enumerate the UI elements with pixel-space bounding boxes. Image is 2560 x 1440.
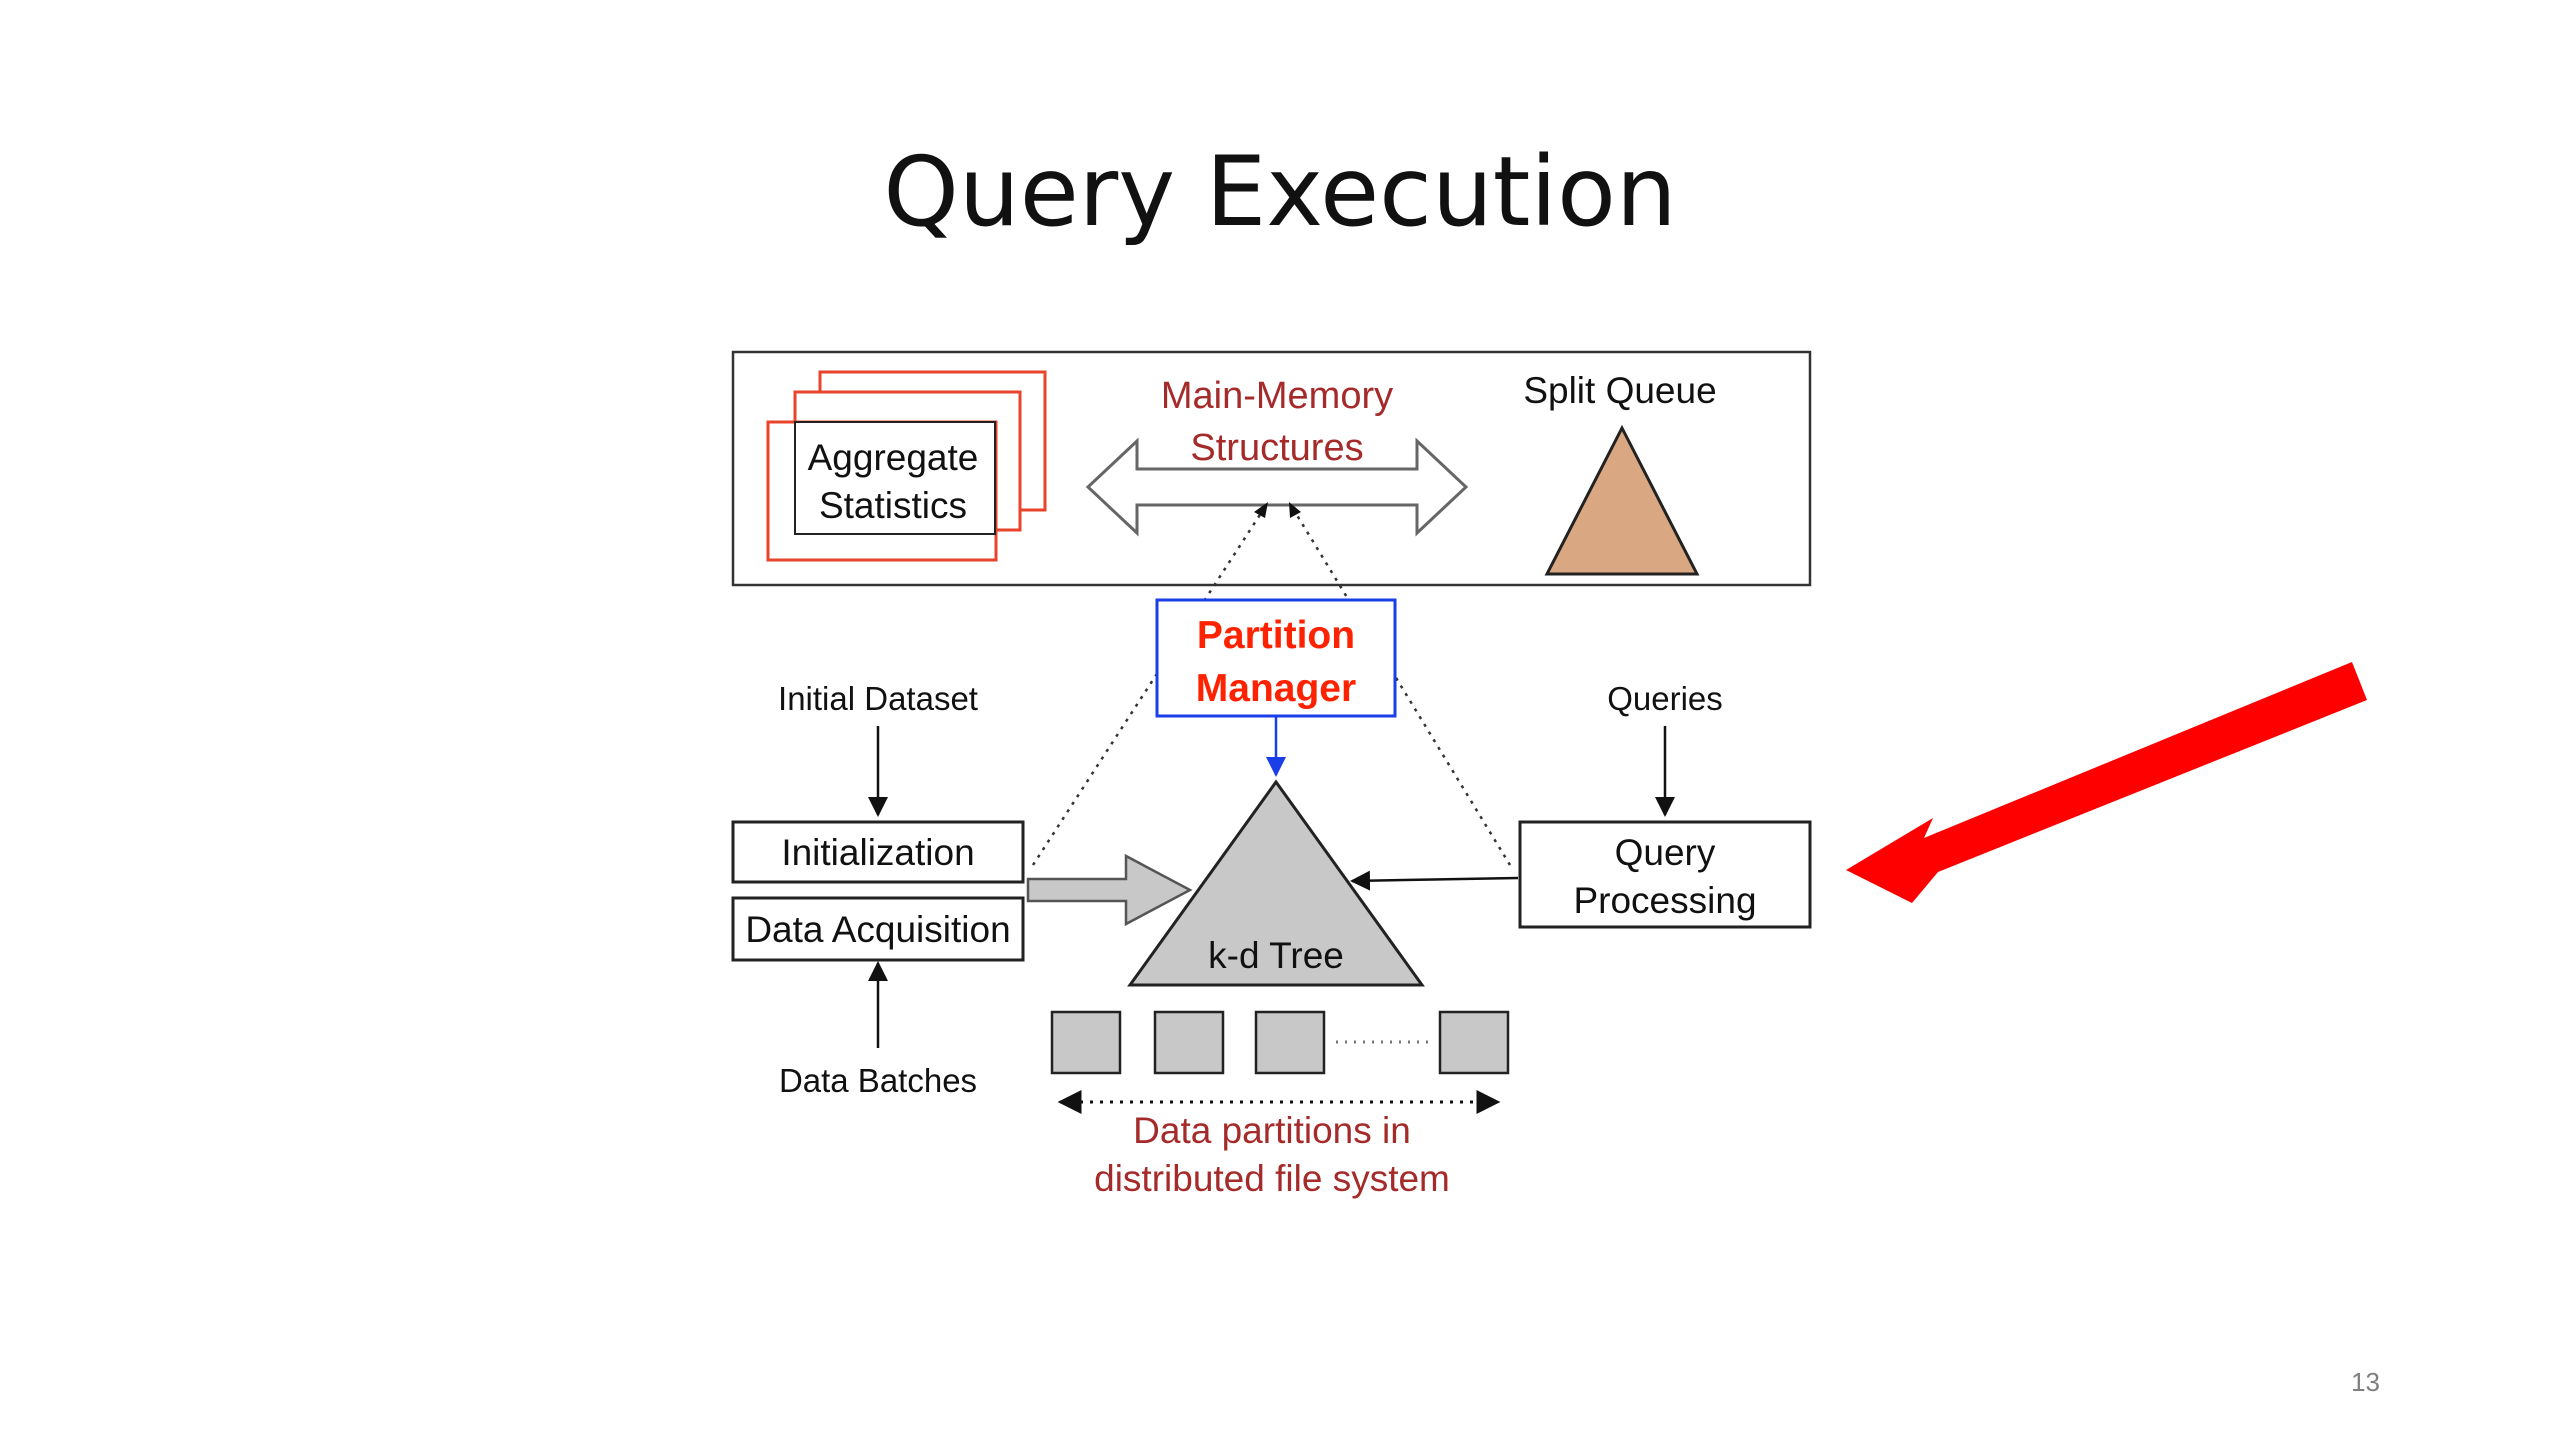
data-partitions-line2: distributed file system [1094,1158,1450,1199]
kd-tree-triangle [1127,779,1425,987]
aggregate-statistics-line2: Statistics [819,485,967,526]
data-batches-label: Data Batches [779,1062,977,1099]
partition-block-2 [1153,1010,1225,1075]
queries-label: Queries [1607,680,1723,717]
partition-block-3 [1254,1010,1326,1075]
partition-block-1 [1050,1010,1122,1075]
aggregate-statistics-stack: Aggregate Statistics [766,370,1047,562]
slide-title: Query Execution [883,136,1677,248]
partition-manager-box [1155,598,1397,718]
red-pointer-arrow-icon [1846,662,2367,903]
dotted-arrowhead-right [1289,502,1301,518]
stats-label-box [794,421,996,535]
partition-manager-line1: Partition [1197,614,1355,657]
query-processing-arrow [1350,870,1519,891]
data-acquisition-label: Data Acquisition [745,909,1010,950]
main-memory-double-arrow [1085,437,1469,537]
dotted-line-right [1290,506,1512,866]
page-number: 13 [2351,1367,2380,1397]
data-acquisition-box [731,896,1025,962]
kd-tree-label: k-d Tree [1208,935,1344,976]
query-processing-line2: Processing [1573,880,1756,921]
query-processing-line1: Query [1615,832,1716,873]
aggregate-statistics-line1: Aggregate [808,437,979,478]
main-memory-line1: Main-Memory [1161,375,1393,417]
dotted-arrowhead-left [1254,502,1268,518]
initialization-box [731,820,1025,884]
initial-dataset-label: Initial Dataset [778,680,978,717]
data-partitions-line1: Data partitions in [1133,1110,1411,1151]
split-queue-label: Split Queue [1523,370,1716,411]
data-partitions-row [1050,1010,1510,1075]
query-processing-box [1518,820,1812,929]
split-queue-triangle [1544,424,1700,576]
partition-manager-line2: Manager [1196,667,1356,710]
ingest-block-arrow [1026,853,1193,927]
initialization-label: Initialization [781,832,974,873]
main-memory-line2: Structures [1190,427,1363,469]
partition-block-4 [1438,1010,1510,1075]
